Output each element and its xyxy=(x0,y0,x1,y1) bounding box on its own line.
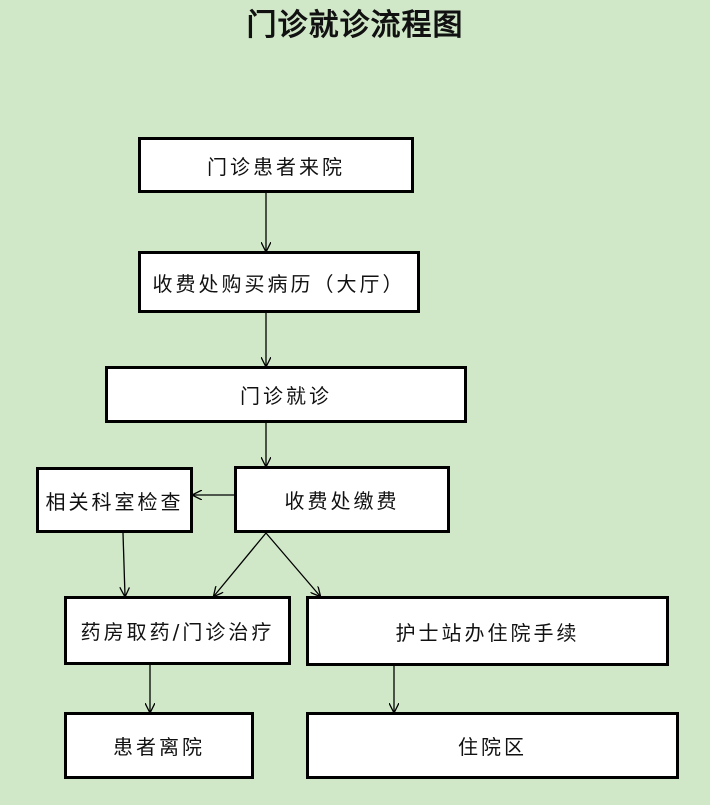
node-patient-leaves: 患者离院 xyxy=(64,712,254,779)
diagram-title: 门诊就诊流程图 xyxy=(246,8,464,43)
node-outpatient-consultation: 门诊就诊 xyxy=(105,366,467,423)
node-patient-arrival: 门诊患者来院 xyxy=(138,137,414,193)
node-pharmacy-treatment: 药房取药/门诊治疗 xyxy=(64,596,291,665)
node-department-examination: 相关科室检查 xyxy=(36,467,193,533)
node-inpatient-ward: 住院区 xyxy=(306,712,679,779)
arrow-exam-to-pharmacy xyxy=(123,532,125,596)
arrow-payment-to-admission xyxy=(265,532,320,596)
node-payment: 收费处缴费 xyxy=(234,466,450,533)
arrow-payment-to-pharmacy xyxy=(214,532,267,596)
node-buy-medical-record: 收费处购买病历（大厅） xyxy=(138,251,420,313)
node-admission-procedure: 护士站办住院手续 xyxy=(306,596,669,666)
